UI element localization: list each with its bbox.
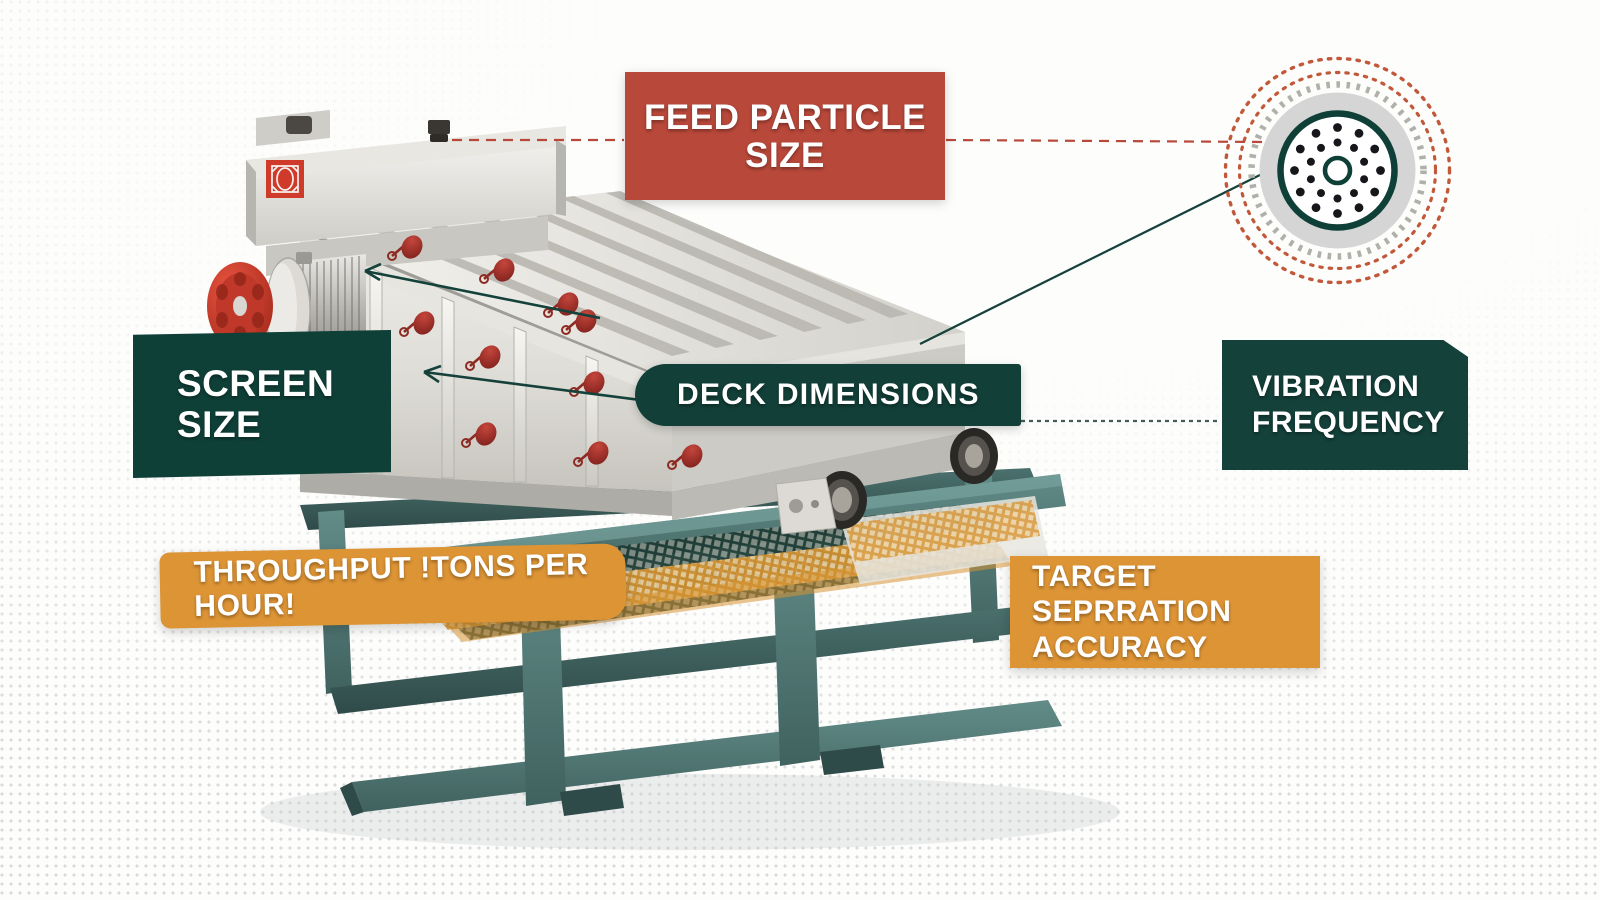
vibration-frequency-line2: FREQUENCY	[1252, 406, 1445, 439]
screen-size-line2: SIZE	[177, 404, 262, 445]
deck-dimensions-text: DECK DIMENSIONS	[677, 378, 980, 411]
bearing-housings	[775, 428, 998, 535]
vibration-frequency-line1: VIBRATION	[1252, 370, 1420, 403]
label-vibration-frequency[interactable]: VIBRATION FREQUENCY	[1222, 340, 1468, 470]
target-separation-line2: ACCURACY	[1032, 630, 1208, 664]
label-throughput[interactable]: THROUGHPUT !TONS PER HOUR!	[159, 543, 627, 629]
label-screen-size[interactable]: SCREEN SIZE	[133, 330, 391, 478]
label-deck-dimensions[interactable]: DECK DIMENSIONS	[635, 364, 1021, 426]
drive-motor-assembly	[207, 252, 366, 363]
label-feed-particle-size[interactable]: FEED PARTICLE SIZE	[625, 72, 945, 200]
manufacturer-logo-plate	[266, 160, 304, 198]
feed-particle-size-line2: SIZE	[745, 136, 825, 175]
screen-size-line1: SCREEN	[177, 362, 335, 404]
screen-disc-icon	[1223, 56, 1452, 285]
target-separation-line1: TARGET SEPRRATION	[1032, 559, 1232, 629]
material-flow-arrows	[364, 262, 641, 402]
label-target-separation-accuracy[interactable]: TARGET SEPRRATION ACCURACY	[1010, 556, 1320, 668]
throughput-text: THROUGHPUT !TONS PER HOUR!	[193, 548, 589, 623]
feed-particle-size-line1: FEED PARTICLE	[644, 98, 926, 138]
